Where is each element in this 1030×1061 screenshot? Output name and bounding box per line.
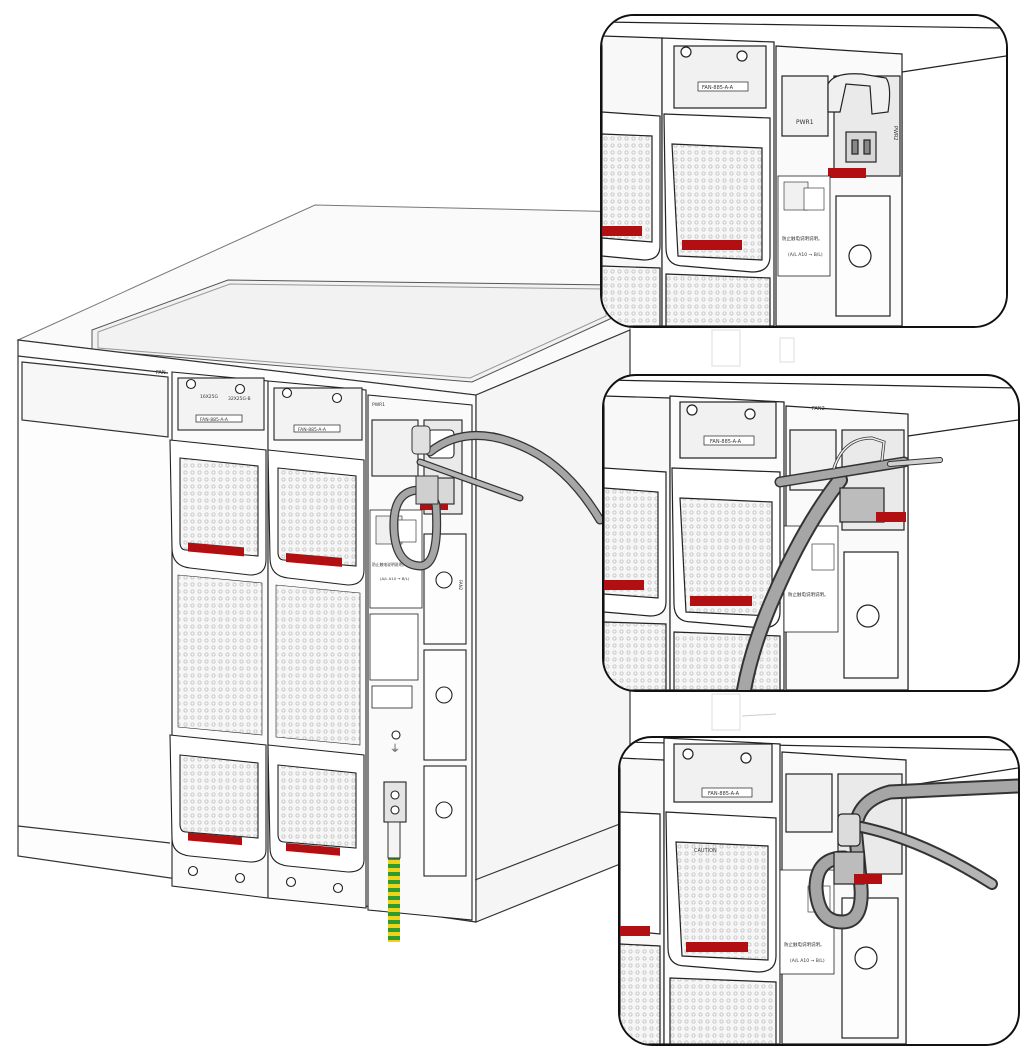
- model-label-right: FAN-885-A-A: [298, 427, 327, 433]
- power-cable-main: [389, 425, 605, 571]
- detail3-warn-formula: (A/L A10 → B/L): [790, 958, 825, 964]
- port-a-label: 16X25G: [200, 394, 219, 400]
- ground-cable: [387, 821, 401, 942]
- detail1-model-label: FAN-885-A-A: [702, 85, 734, 91]
- power-section: PWR1 防止触电说明说明。 (A/L A10 → B/L) FAN2: [367, 394, 473, 921]
- fan-top-label: FAN: [156, 370, 166, 376]
- chassis-faded: [711, 329, 795, 731]
- warn-formula-main: (A/L A10 → B/L): [380, 576, 410, 581]
- detail1-pwr-label: PWR1: [796, 119, 814, 126]
- detail-callout-1: PWR1 防止触电说明说明。 (A/L A10 → B/L) FAN-885-A…: [600, 14, 1008, 328]
- fan-module-left: 16X25G 32X25G-B FAN-885-A-A: [169, 371, 269, 899]
- pwr-slot-label: PWR1: [372, 402, 385, 408]
- detail-callout-2: 防止触电说明说明。 FAN-885-A-A FAN2: [602, 374, 1020, 692]
- detail1-side-label: PWR2: [892, 126, 898, 141]
- model-label-left: FAN-885-A-A: [200, 417, 229, 423]
- detail2-model-label: FAN-885-A-A: [710, 439, 742, 445]
- detail2-fan-label: FAN2: [812, 406, 825, 412]
- detail3-caution: CAUTION: [694, 848, 717, 854]
- chassis-top: [16, 204, 631, 396]
- detail3-warn-header: 防止触电说明说明。: [784, 941, 825, 948]
- warn-header-main: 防止触电说明说明。: [372, 562, 406, 567]
- port-b-label: 32X25G-B: [228, 396, 251, 402]
- fan-side-label: FAN2: [458, 580, 463, 591]
- detail2-warn-header: 防止触电说明说明。: [788, 591, 829, 598]
- detail3-model-label: FAN-885-A-A: [708, 791, 740, 797]
- ground-mark: ⏚: [390, 743, 400, 755]
- detail-callout-3: CAUTION 防止触电说明说明。 (A/L A10 → B/L) FAN-88…: [618, 736, 1020, 1046]
- detail1-warn-formula: (A/L A10 → B/L): [788, 252, 823, 258]
- detail1-warn-header: 防止触电说明说明。: [782, 235, 823, 242]
- fan-module-right: FAN-885-A-A: [267, 380, 367, 909]
